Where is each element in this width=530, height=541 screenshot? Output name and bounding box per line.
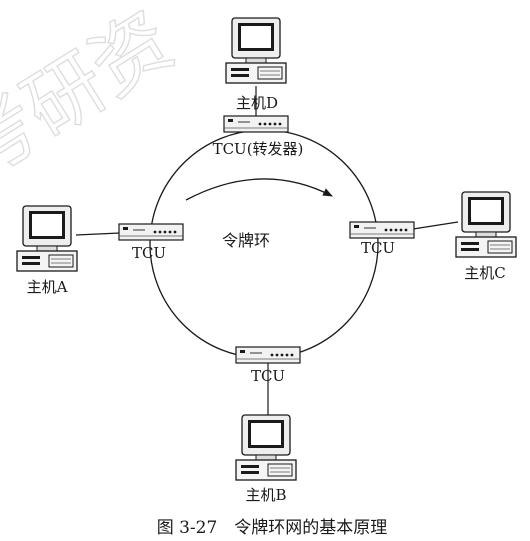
tcu-bottom-label: TCU (251, 367, 285, 385)
host-b-computer-icon (235, 414, 297, 481)
tcu-right (349, 221, 415, 239)
cable-a (75, 232, 121, 236)
tcu-top-label: TCU(转发器) (213, 140, 304, 158)
tcu-left-label: TCU (132, 244, 166, 262)
host-c-computer-icon (455, 191, 517, 258)
host-a-computer-icon (16, 205, 78, 272)
figure-caption: 图 3-27 令牌环网的基本原理 (157, 518, 388, 538)
host-d-computer-icon (225, 17, 287, 84)
host-c-label: 主机C (464, 264, 505, 282)
host-d-label: 主机D (236, 94, 278, 112)
tcu-right-label: TCU (361, 239, 395, 257)
tcu-bottom (235, 346, 301, 364)
watermark: 考研资 (0, 0, 189, 197)
cable-c (412, 221, 459, 230)
ring-direction-arrow (185, 178, 333, 201)
tcu-top (223, 115, 289, 133)
ring-label: 令牌环 (222, 231, 270, 250)
host-a-label: 主机A (27, 278, 68, 296)
host-b-label: 主机B (245, 486, 286, 504)
watermark-text: 考研资 (0, 0, 189, 196)
tcu-left (118, 223, 184, 241)
